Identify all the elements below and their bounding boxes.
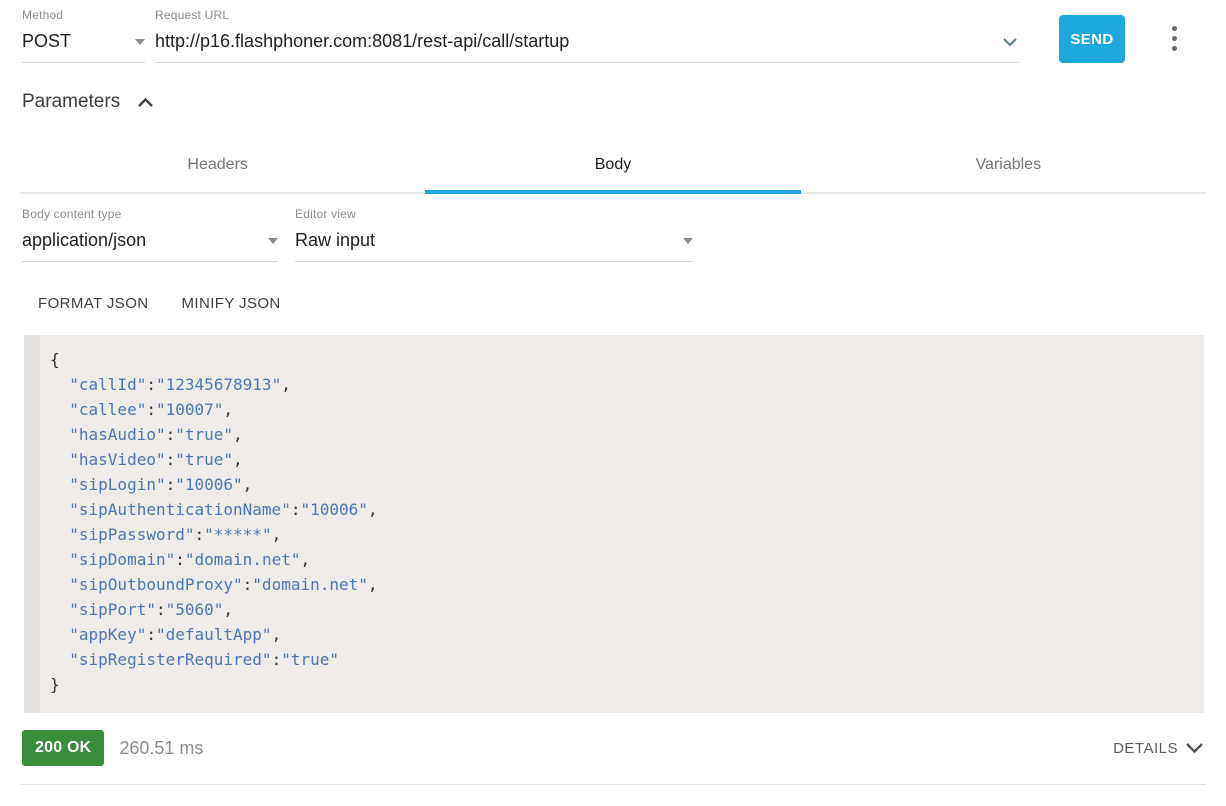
editor-view-value: Raw input: [295, 230, 376, 250]
rest-client-app: Method POST Request URL http://p16.flash…: [0, 0, 1226, 785]
request-url-input[interactable]: Request URL http://p16.flashphoner.com:8…: [155, 8, 1020, 63]
request-url-value: http://p16.flashphoner.com:8081/rest-api…: [155, 31, 570, 51]
tab-variables[interactable]: Variables: [975, 156, 1042, 173]
request-bar: Method POST Request URL http://p16.flash…: [0, 0, 1226, 63]
editor-view-dropdown-icon: [683, 237, 693, 244]
response-time: 260.51 ms: [119, 737, 204, 758]
content-type-dropdown-icon: [268, 237, 278, 244]
parameters-title: Parameters: [22, 91, 121, 112]
response-status-bar: 200 OK 260.51 ms DETAILS: [22, 730, 1204, 766]
body-options-row: Body content type application/json Edito…: [22, 207, 1204, 262]
details-toggle[interactable]: DETAILS: [1113, 740, 1204, 757]
send-button[interactable]: SEND: [1059, 15, 1125, 63]
format-json-button[interactable]: FORMAT JSON: [38, 295, 149, 312]
method-dropdown-icon: [135, 38, 145, 45]
json-body-editor[interactable]: { "callId":"12345678913", "callee":"1000…: [24, 335, 1204, 713]
status-badge: 200 OK: [22, 730, 105, 766]
body-content-type-label: Body content type: [22, 207, 122, 221]
chevron-up-icon: [138, 97, 154, 107]
method-label: Method: [22, 8, 64, 22]
editor-actions: FORMAT JSON MINIFY JSON: [38, 295, 1204, 313]
request-url-label: Request URL: [155, 8, 230, 22]
editor-view-label: Editor view: [295, 207, 356, 221]
body-content-type-value: application/json: [22, 230, 147, 250]
details-label: DETAILS: [1113, 739, 1178, 757]
method-select[interactable]: Method POST: [22, 8, 145, 63]
bottom-divider: [20, 784, 1206, 785]
editor-view-select[interactable]: Editor view Raw input: [295, 207, 693, 262]
chevron-down-icon: [1186, 743, 1203, 754]
editor-gutter: [24, 335, 40, 713]
minify-json-button[interactable]: MINIFY JSON: [181, 295, 281, 312]
parameters-toggle[interactable]: Parameters: [22, 91, 154, 113]
tab-headers[interactable]: Headers: [187, 156, 248, 173]
tab-body[interactable]: Body: [415, 139, 810, 194]
code-content[interactable]: { "callId":"12345678913", "callee":"1000…: [50, 350, 378, 694]
tab-bar: Headers Body Variables: [20, 139, 1206, 194]
method-value: POST: [22, 31, 72, 51]
url-history-chevron-down-icon[interactable]: [1000, 32, 1020, 52]
body-content-type-select[interactable]: Body content type application/json: [22, 207, 278, 262]
more-options-icon[interactable]: [1172, 26, 1177, 51]
